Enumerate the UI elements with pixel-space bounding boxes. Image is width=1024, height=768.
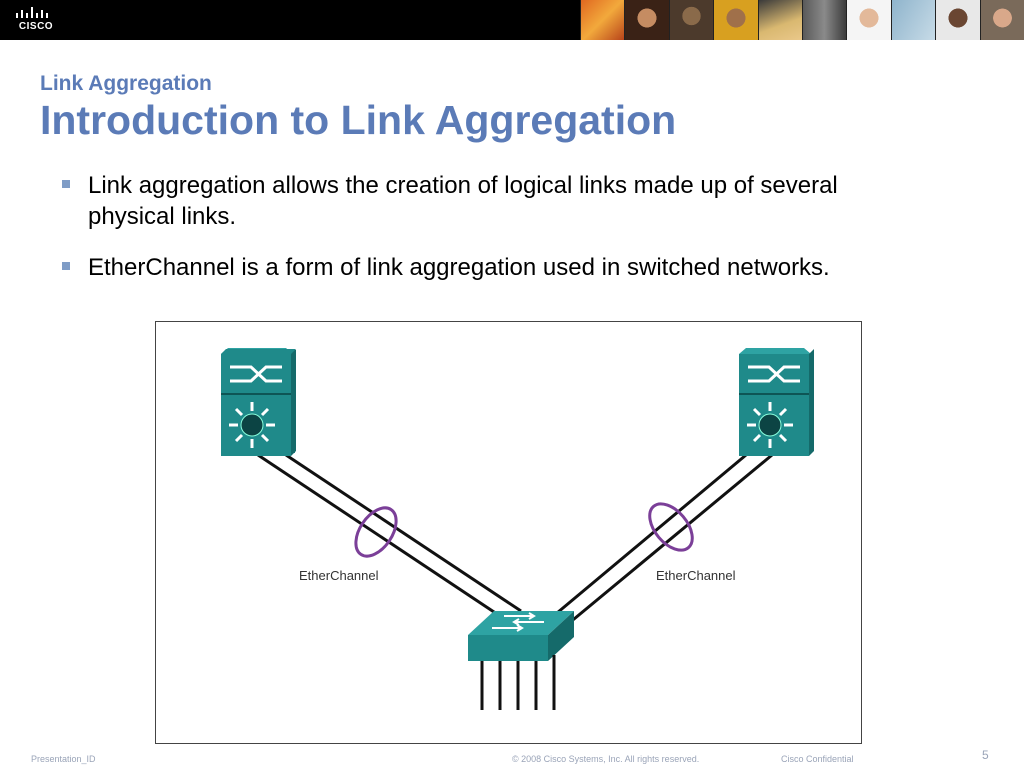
multilayer-switch-left-icon [221,348,296,456]
footer-presentation-id: Presentation_ID [31,754,96,764]
diagram-canvas: EtherChannel EtherChannel [221,348,814,710]
access-switch-icon [468,611,574,710]
square-bullet-icon [62,262,70,270]
square-bullet-icon [62,180,70,188]
footer-confidential: Cisco Confidential [781,754,854,764]
photo-tile [979,0,1024,40]
slide-subtitle: Link Aggregation [40,72,212,95]
etherchannel-label-left: EtherChannel [299,568,379,583]
page-number: 5 [982,748,989,762]
physical-link-right-1 [550,453,747,620]
bullet-item: Link aggregation allows the creation of … [60,170,890,232]
photo-tile [713,0,758,40]
physical-link-left-2 [285,453,522,613]
photo-tile [757,0,803,40]
bullet-item: EtherChannel is a form of link aggregati… [60,252,890,283]
photo-tile [846,0,891,40]
cisco-bridge-logo-icon [16,7,48,18]
header-banner: CISCO [0,0,1024,40]
footer-copyright: © 2008 Cisco Systems, Inc. All rights re… [512,754,700,764]
photo-tile [580,0,625,40]
slide-title: Introduction to Link Aggregation [40,97,677,143]
photo-tile [935,0,980,40]
etherchannel-ellipse-left [354,506,398,558]
physical-link-left-1 [257,453,507,622]
multilayer-switch-right-icon [739,348,814,456]
photo-tile [890,0,936,40]
bullet-list: Link aggregation allows the creation of … [60,170,890,303]
cisco-logo-text: CISCO [18,21,54,32]
cisco-logo: CISCO [10,5,62,35]
photo-tile [802,0,847,40]
physical-link-right-2 [567,453,773,626]
bullet-text: Link aggregation allows the creation of … [88,172,838,230]
etherchannel-ellipse-right [648,502,694,552]
etherchannel-diagram: EtherChannel EtherChannel [155,321,862,744]
photo-tile [624,0,669,40]
photo-strip [580,0,1024,40]
photo-tile [668,0,714,40]
bullet-text: EtherChannel is a form of link aggregati… [88,254,830,281]
etherchannel-label-right: EtherChannel [656,568,736,583]
